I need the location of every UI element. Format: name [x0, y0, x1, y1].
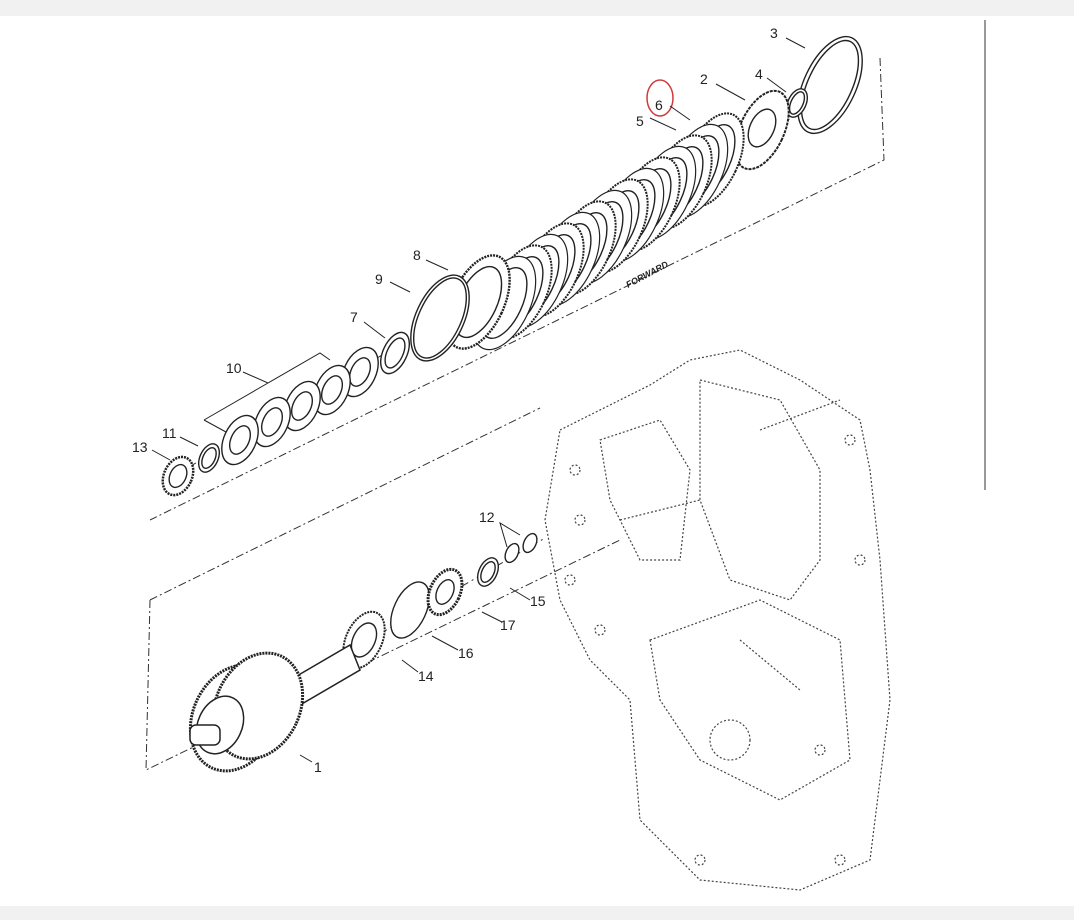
callout-2[interactable]: 2 [700, 71, 708, 87]
callout-3[interactable]: 3 [770, 25, 778, 41]
callout-11[interactable]: 11 [162, 425, 177, 441]
callout-6[interactable]: 6 [655, 97, 663, 113]
callout-10[interactable]: 10 [226, 360, 242, 376]
callout-12[interactable]: 12 [479, 509, 495, 525]
parts-group [161, 35, 863, 670]
transmission-housing [544, 349, 891, 891]
part-10-washer-inner [320, 375, 344, 405]
part-9-snap-ring-inner [412, 277, 468, 359]
part-17-inner [435, 579, 455, 605]
part-14-inner [350, 622, 378, 658]
part-16-snap-ring [390, 581, 430, 639]
part-4-ring-inner [788, 91, 806, 115]
part-10-washer-inner [260, 407, 284, 437]
callout-5[interactable]: 5 [636, 113, 644, 129]
forward-label: FORWARD [624, 259, 670, 290]
part-12-ring-a [504, 542, 520, 564]
callout-8[interactable]: 8 [413, 247, 421, 263]
callout-1[interactable]: 1 [314, 759, 322, 775]
part-10-washer-inner [348, 357, 372, 387]
callout-15[interactable]: 15 [530, 593, 546, 609]
part-7-bearing-inner [384, 337, 406, 369]
assembly-boundary-upper [149, 57, 885, 521]
part-12-ring-b [522, 532, 538, 554]
callout-14[interactable]: 14 [418, 668, 434, 684]
part-10-washer-inner [228, 425, 252, 455]
part-3-seal-ring-inner [800, 39, 860, 131]
callout-7[interactable]: 7 [350, 309, 358, 325]
part-15-inner [480, 561, 496, 583]
part-2-piston-hub [747, 108, 777, 148]
leader-lines [151, 37, 806, 763]
highlight-circle-part-6 [646, 79, 674, 117]
callout-13[interactable]: 13 [132, 439, 148, 455]
callout-17[interactable]: 17 [500, 617, 516, 633]
part-13-inner [168, 463, 188, 489]
part-10-washer-inner [290, 391, 314, 421]
callout-4[interactable]: 4 [755, 66, 763, 82]
part-1-shaft [188, 643, 361, 773]
part-11-ring-inner [201, 447, 217, 469]
callout-9[interactable]: 9 [375, 271, 383, 287]
callout-16[interactable]: 16 [458, 645, 474, 661]
